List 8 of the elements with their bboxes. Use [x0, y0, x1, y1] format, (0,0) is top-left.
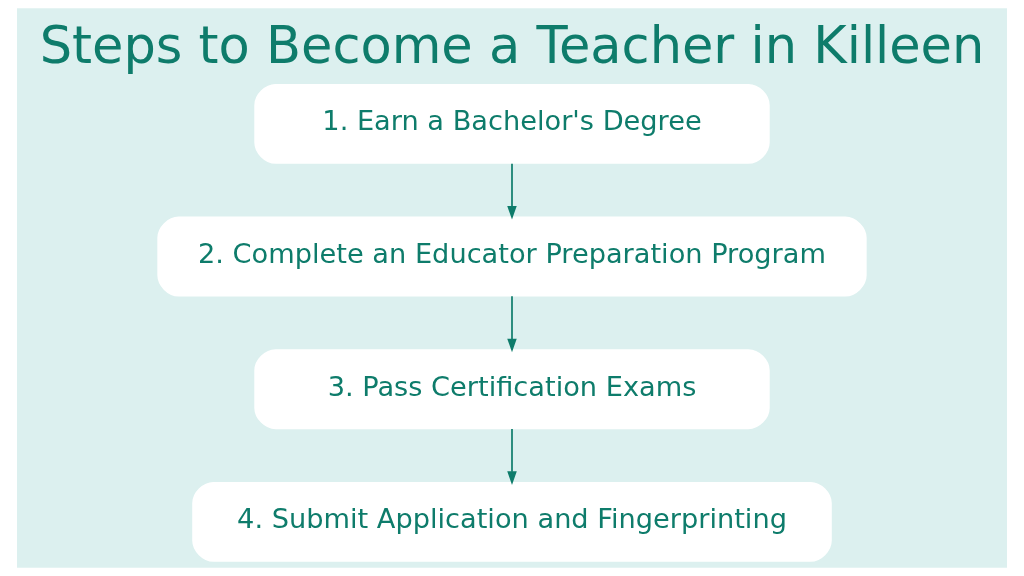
- node-box: 4. Submit Application and Fingerprinting: [192, 481, 832, 562]
- diagram-title: Steps to Become a Teacher in Killeen: [39, 15, 985, 75]
- arrow: [507, 295, 517, 353]
- arrow: [507, 428, 517, 485]
- node-box: 3. Pass Certification Exams: [254, 349, 770, 430]
- node-box: 2. Complete an Educator Preparation Program: [157, 216, 867, 297]
- node-box: 1. Earn a Bachelor's Degree: [254, 83, 770, 164]
- arrow: [507, 162, 517, 220]
